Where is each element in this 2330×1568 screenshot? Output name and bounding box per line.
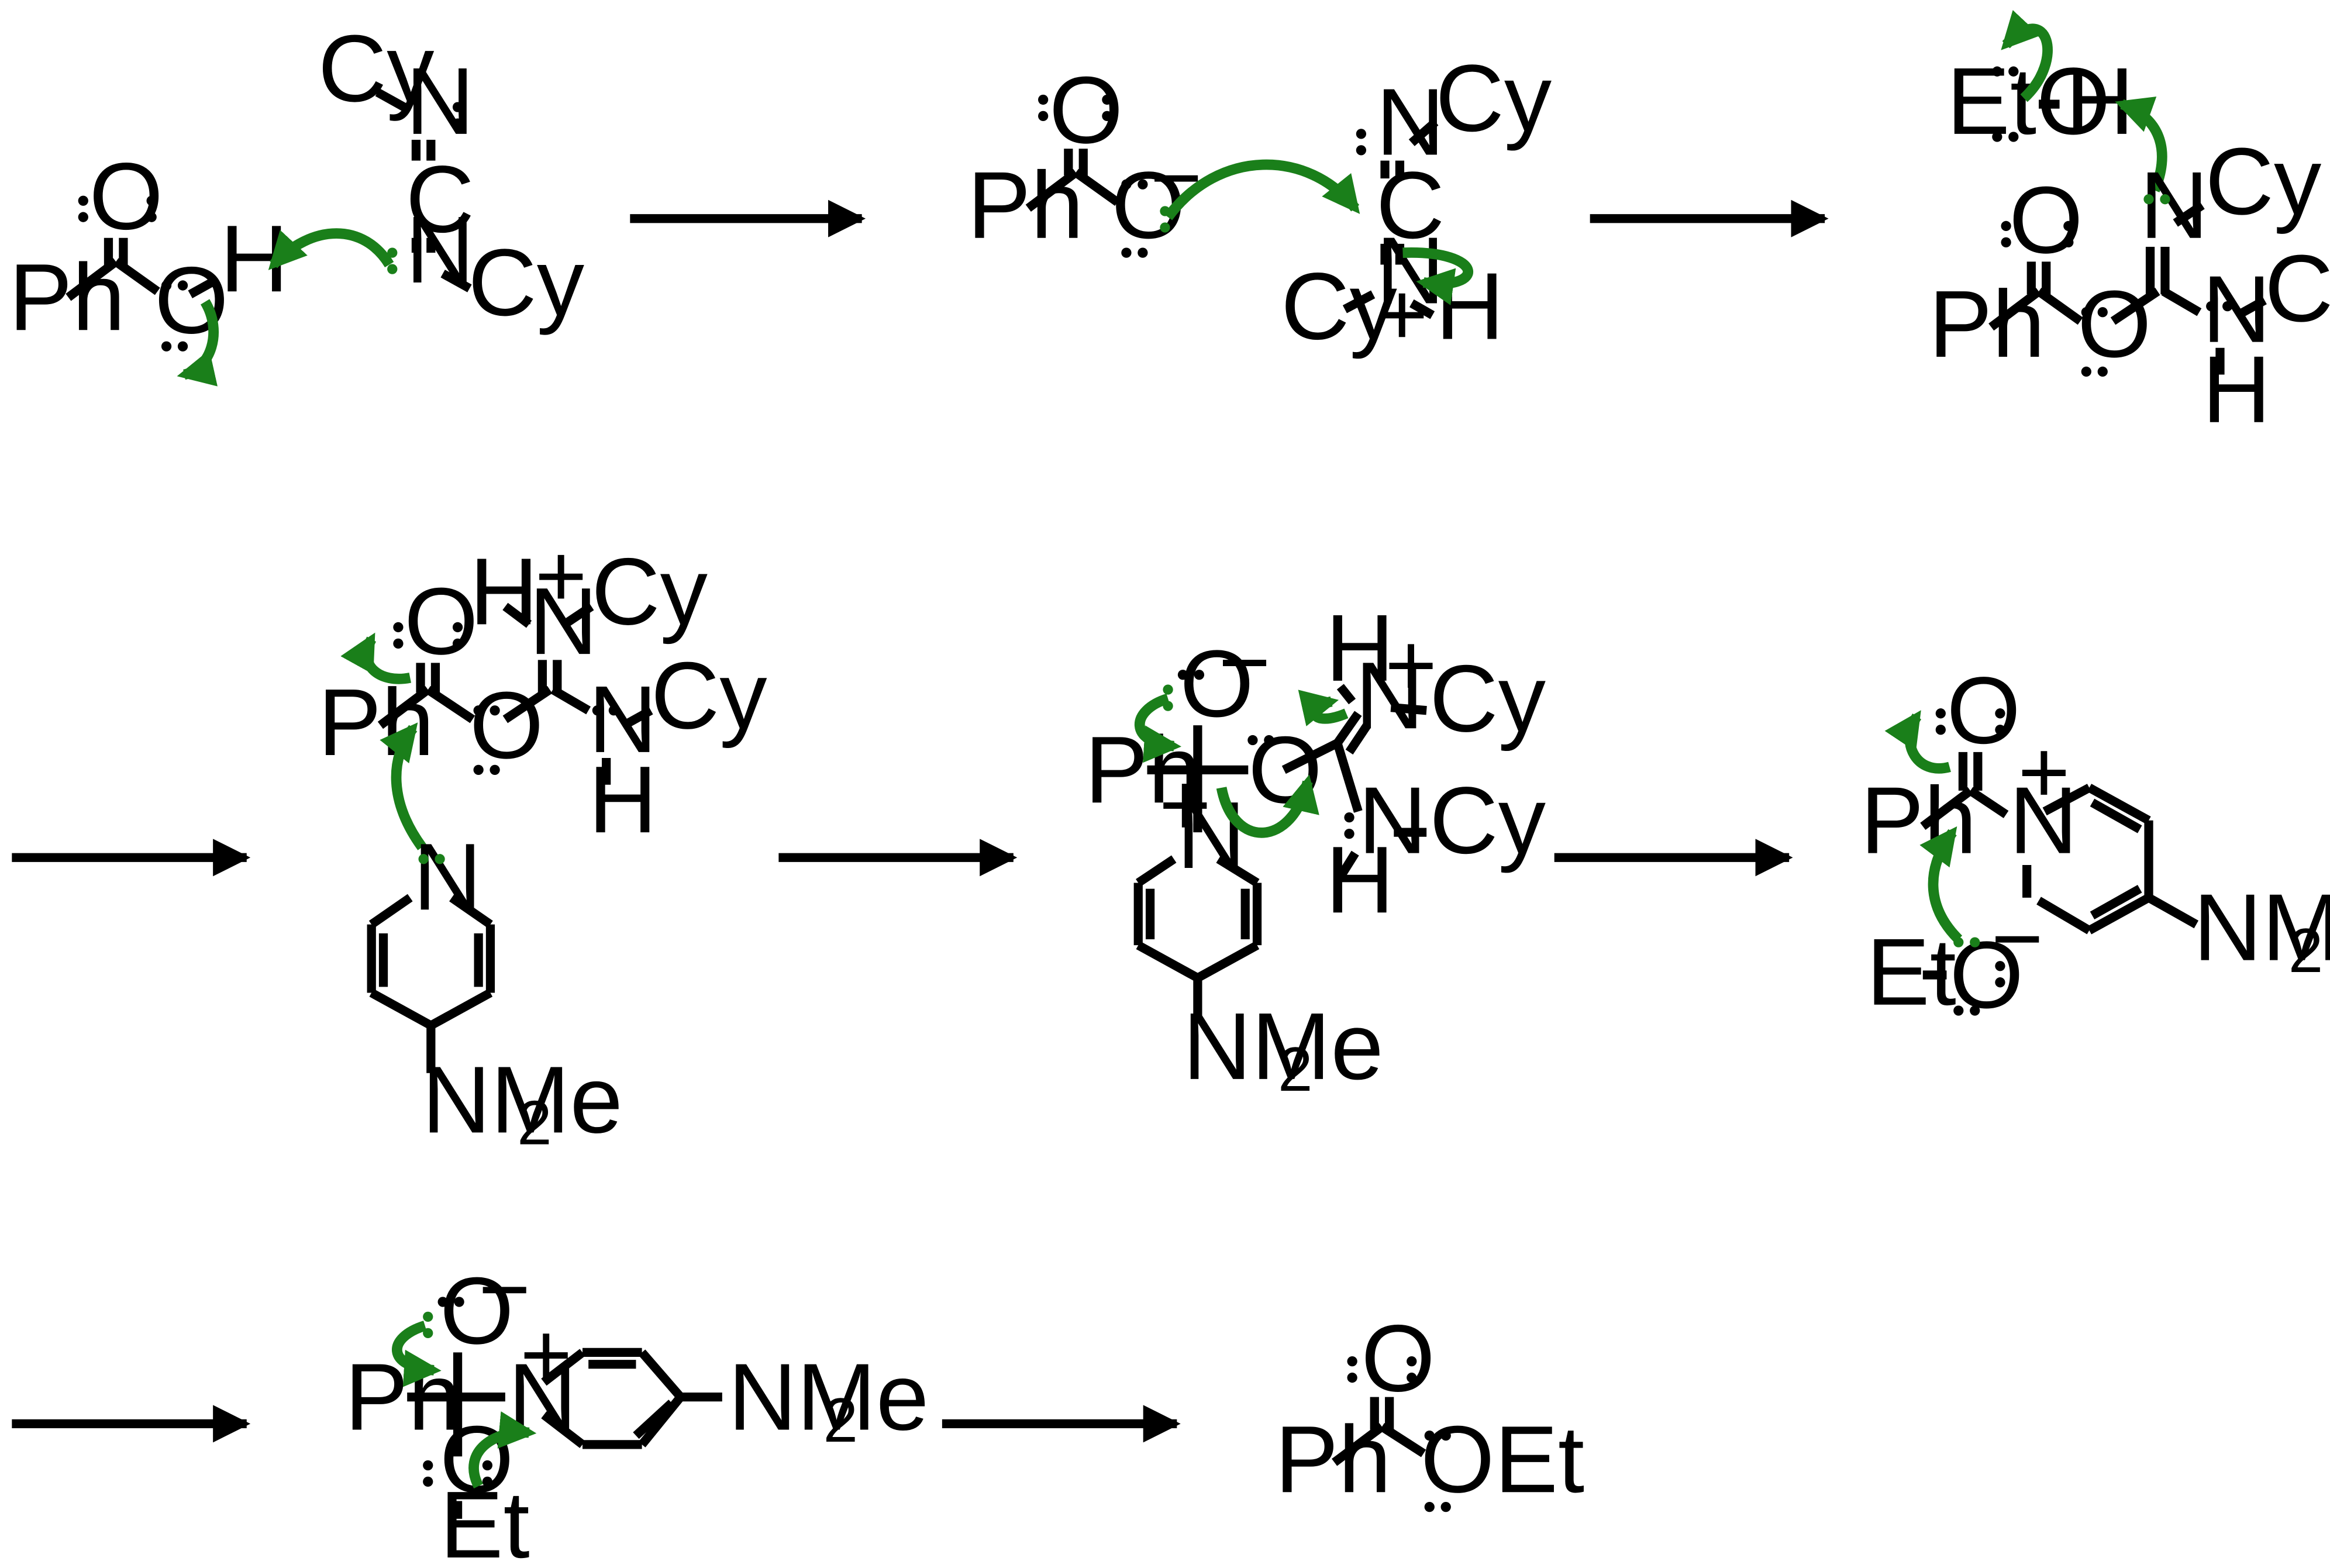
atom-o: O (440, 1258, 513, 1364)
reaction-arrows (12, 199, 1829, 1443)
atom-et: Et (440, 1472, 530, 1568)
step5-tetrahedral-intermediate: Ph O − O N + NMe 2 H N + Cy N Cy H (1085, 595, 1546, 1104)
charge-minus: − (1218, 612, 1270, 712)
subscript-2: 2 (1278, 1034, 1312, 1104)
subscript-2: 2 (517, 1088, 552, 1158)
step4-dmap: N NMe 2 (367, 824, 623, 1158)
atom-cy: Cy (318, 16, 435, 122)
atom-h: H (470, 539, 538, 645)
step6-ethoxide: Et O − (1866, 826, 2043, 1028)
step2-benzoate: Ph O O − (967, 57, 1202, 259)
atom-h: H (2202, 337, 2270, 443)
atom-h: H (1325, 595, 1394, 701)
step4-o-acylisourea: Ph O O H N + Cy N Cy H (318, 526, 767, 853)
atom-o: O (2077, 271, 2151, 377)
charge-plus: + (1385, 615, 1437, 715)
atom-h: H (1325, 827, 1394, 933)
charge-minus: − (1991, 889, 2043, 988)
atom-ph: Ph (1860, 768, 1977, 874)
atom-ph: Ph (1929, 271, 2045, 377)
atom-cy: Cy (2205, 129, 2322, 235)
step1-dcc: Cy N C N Cy (318, 16, 584, 336)
step1-benzoic-acid: Ph O O H (9, 144, 288, 354)
atom-n: N (2009, 768, 2077, 874)
step6-acylpyridinium: Ph O N + NMe 2 (1860, 658, 2330, 985)
step1-curved-arrows (177, 228, 394, 387)
atom-o: O (1946, 658, 2020, 764)
step3-ethanol: EtO H (1946, 10, 2167, 192)
step7-tetrahedral-intermediate: Ph O − O Et N + NMe 2 (344, 1239, 929, 1568)
step2-curved-arrows (1163, 159, 1473, 305)
atom-cy: Cy (1435, 46, 1552, 151)
atom-nme: NMe (422, 1047, 623, 1153)
atom-oet: OEt (1421, 1407, 1584, 1512)
atom-n: N (406, 49, 474, 154)
atom-eto: EtO (1946, 49, 2110, 154)
atom-nme: NMe (1183, 994, 1383, 1100)
atom-n: N (1358, 768, 1426, 874)
atom-cy: Cy (591, 539, 708, 645)
atom-o: O (2009, 167, 2083, 273)
atom-o: O (1049, 57, 1123, 163)
subscript-2: 2 (2288, 915, 2323, 985)
atom-nme: NMe (728, 1344, 929, 1450)
atom-o: O (470, 673, 543, 778)
step3-o-acylisourea: Ph O O N Cy N Cy H (1929, 129, 2330, 443)
atom-h: H (588, 747, 657, 853)
product-ethyl-benzoate: Ph O OEt (1275, 1305, 1584, 1512)
charge-plus: + (535, 526, 587, 626)
atom-o: O (1180, 631, 1253, 737)
atom-cy: Cy (1281, 254, 1397, 360)
atom-nme: NMe (2193, 875, 2330, 981)
atom-cy: Cy (2264, 236, 2330, 342)
atom-o: O (404, 568, 478, 674)
atom-cy: Cy (468, 230, 584, 336)
atom-o: O (1361, 1305, 1435, 1411)
step2-protonated-dcc: N Cy C N + H Cy (1281, 46, 1552, 364)
atom-c: C (406, 147, 474, 253)
charge-plus: + (520, 1305, 572, 1404)
charge-minus: − (478, 1239, 530, 1339)
atom-cy: Cy (1429, 646, 1546, 752)
atom-cy: Cy (1429, 768, 1546, 874)
atom-cy: Cy (651, 643, 767, 749)
subscript-2: 2 (823, 1385, 858, 1455)
atom-n: N (588, 667, 657, 773)
